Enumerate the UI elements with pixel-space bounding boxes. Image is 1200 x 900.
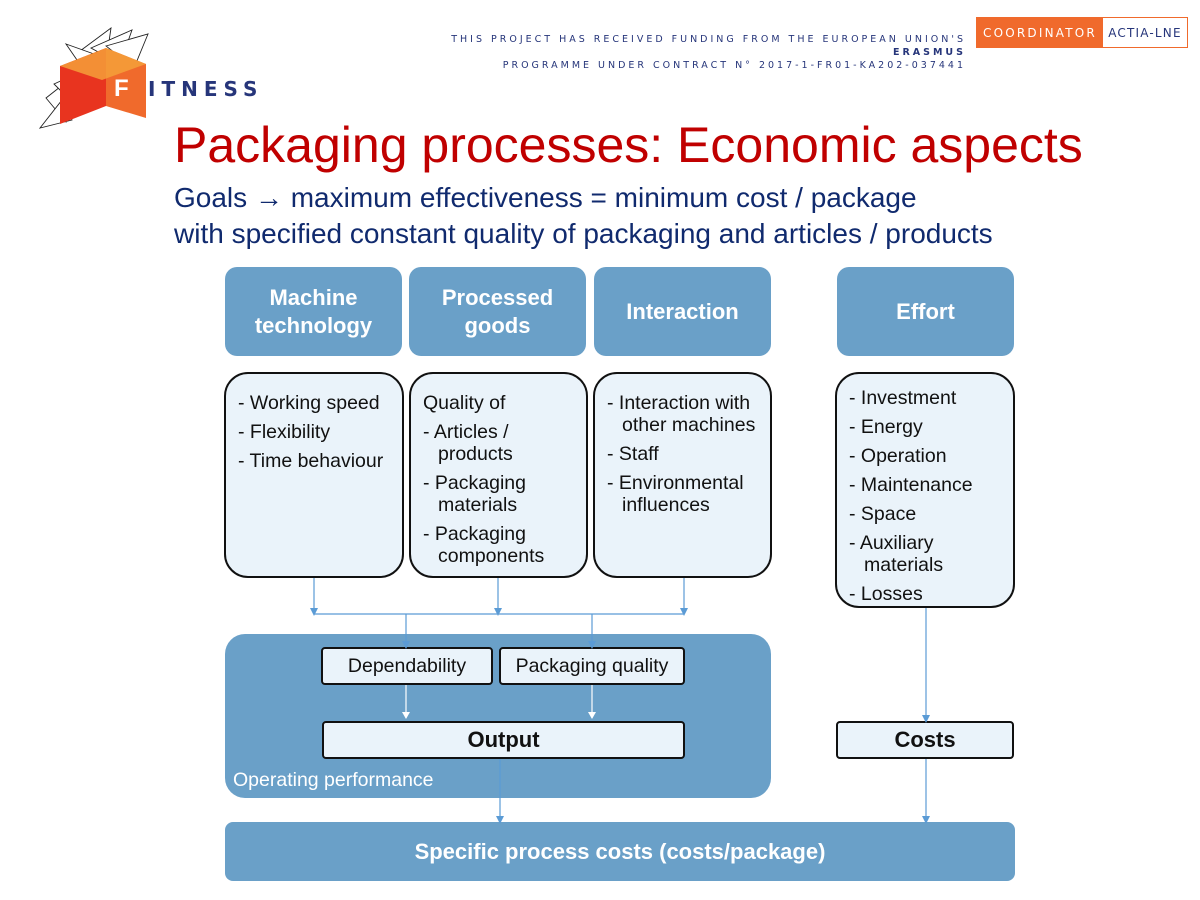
list-item-text: materials — [438, 494, 518, 516]
slide-subtitle: Goals → maximum effectiveness = minimum … — [174, 180, 993, 252]
list-item-text: - Environmental — [607, 472, 744, 494]
list-item: - Operation — [849, 445, 947, 467]
operating-performance-label: Operating performance — [233, 769, 434, 791]
output-box: Output — [322, 721, 685, 759]
list-item: - Space — [849, 503, 917, 525]
funding-line-1: THIS PROJECT HAS RECEIVED FUNDING FROM T… — [380, 33, 966, 59]
dependability-box: Dependability — [321, 647, 493, 685]
header-line: Interaction — [626, 298, 739, 324]
funding-text: THIS PROJECT HAS RECEIVED FUNDING FROM T… — [451, 34, 966, 45]
box-top-face — [60, 48, 146, 80]
specific-process-costs-box: Specific process costs (costs/package) — [225, 822, 1015, 881]
list-item: - Losses — [849, 583, 923, 605]
list-item-text: - Packaging — [423, 523, 526, 545]
list-item-text: influences — [622, 494, 710, 516]
list-item-text: - Packaging — [423, 472, 526, 494]
list-item-text: - Staff — [607, 443, 659, 465]
list-item-text: other machines — [622, 414, 756, 436]
goals-text: maximum effectiveness = minimum cost / p… — [290, 182, 917, 213]
right-arrow-icon: → — [254, 182, 283, 213]
list-intro: Quality of — [423, 392, 506, 414]
list-item-text: materials — [864, 554, 944, 576]
subtitle-line-1: Goals → maximum effectiveness = minimum … — [174, 180, 993, 216]
list-item: - Time behaviour — [238, 450, 384, 472]
packaging-quality-box: Packaging quality — [499, 647, 685, 685]
list-item: - Flexibility — [238, 421, 331, 443]
header-line: goods — [464, 312, 531, 338]
list-item-text: products — [438, 443, 513, 465]
coordinator-badge: COORDINATOR ACTIA-LNE — [976, 17, 1188, 48]
funding-line-2: PROGRAMME UNDER CONTRACT N° 2017-1-FR01-… — [502, 60, 966, 71]
slide-title: Packaging processes: Economic aspects — [174, 117, 1083, 173]
header-line: technology — [254, 312, 373, 338]
list-item-text: - Interaction with — [607, 392, 751, 414]
list-item: - Staff — [607, 443, 762, 465]
funding-notice: THIS PROJECT HAS RECEIVED FUNDING FROM T… — [380, 33, 966, 72]
effort-list: - Investment - Energy - Operation - Main… — [835, 372, 1015, 608]
header-line: Effort — [896, 298, 955, 324]
list-item: - Working speed — [238, 392, 380, 414]
list-item: - Investment — [849, 387, 957, 409]
list-item: - Maintenance — [849, 474, 973, 496]
list-item: - Articles /products — [423, 421, 578, 465]
list-item-text: components — [438, 545, 545, 567]
subtitle-line-2: with specified constant quality of packa… — [174, 218, 993, 249]
fitness-logo: F ITNESS — [38, 26, 263, 129]
goals-label: Goals — [174, 182, 248, 213]
logo-letter-f: F — [114, 75, 129, 102]
list-item-text: - Auxiliary — [849, 532, 934, 554]
effort-header: Effort — [837, 267, 1014, 356]
coordinator-name: ACTIA-LNE — [1108, 25, 1182, 40]
processed-goods-list: Quality of - Articles /products - Packag… — [409, 372, 588, 578]
list-item-text: - Articles / — [423, 421, 509, 443]
costs-box: Costs — [836, 721, 1014, 759]
interaction-header: Interaction — [594, 267, 771, 356]
logo-wordmark: ITNESS — [148, 77, 263, 101]
erasmus-label: ERASMUS — [892, 47, 966, 58]
list-item: - Energy — [849, 416, 923, 438]
coordinator-label: COORDINATOR — [977, 18, 1103, 47]
header-line: Machine — [269, 284, 358, 310]
machine-technology-list: - Working speed - Flexibility - Time beh… — [224, 372, 404, 578]
header-line: Processed — [441, 284, 554, 310]
